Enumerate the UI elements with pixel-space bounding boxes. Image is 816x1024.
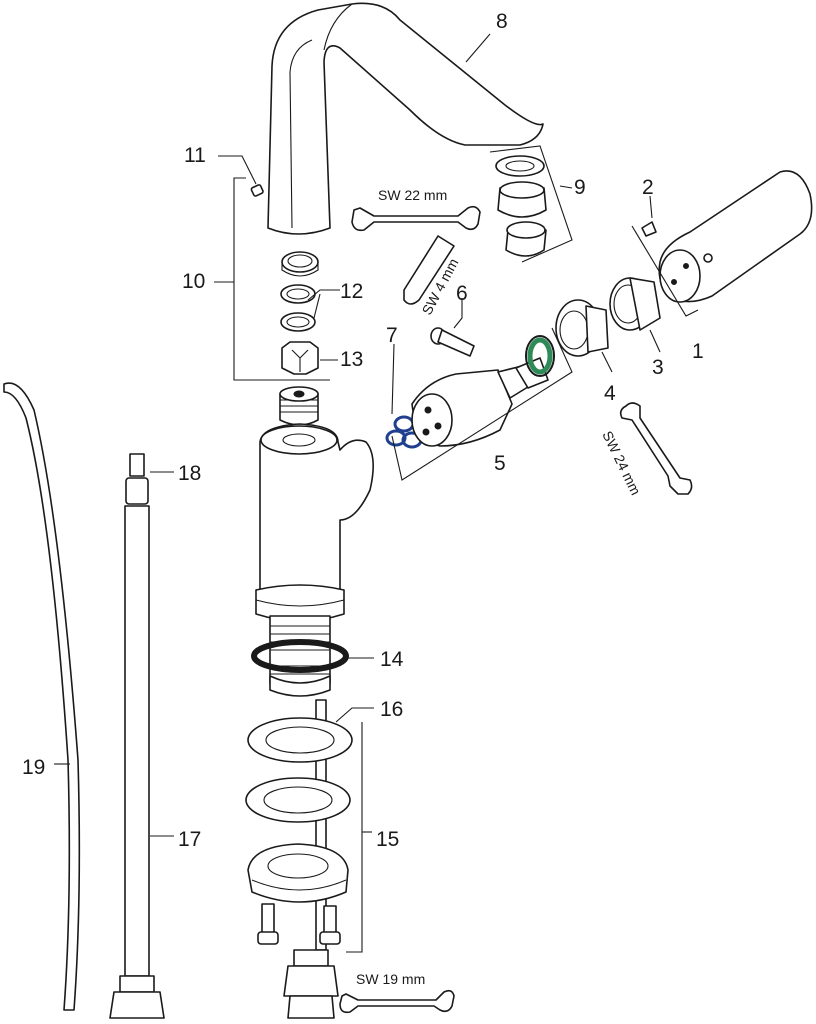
callout-6: 6	[456, 282, 468, 305]
callout-5: 5	[494, 452, 506, 475]
leader-lines	[54, 33, 661, 953]
handle-cap-part	[641, 221, 657, 237]
adapter-part	[281, 341, 319, 375]
callout-9: 9	[574, 176, 586, 199]
nut-part-4	[555, 299, 609, 357]
wrench-24-icon	[619, 402, 693, 495]
group-bracket-5	[391, 327, 573, 481]
supply-hose-left	[109, 453, 165, 1019]
wrench-19-label: SW 19 mm	[356, 971, 425, 987]
callout-8: 8	[496, 10, 508, 33]
callout-3: 3	[652, 356, 664, 379]
callout-15: 15	[376, 828, 399, 851]
supply-hose-right-fitting	[283, 949, 339, 1019]
callout-18: 18	[178, 462, 201, 485]
group-bracket-1	[631, 225, 699, 317]
mounting-nut	[247, 843, 349, 903]
callout-11: 11	[184, 144, 206, 167]
group-bracket-9	[489, 145, 573, 263]
wrench-19-icon	[339, 989, 455, 1014]
callout-16: 16	[380, 698, 403, 721]
spout-part	[267, 2, 544, 235]
green-ring-part	[525, 335, 555, 377]
flat-washer-upper	[247, 717, 353, 763]
faucet-body	[251, 386, 374, 697]
callout-1: 1	[692, 340, 704, 363]
wrench-24-label: SW 24 mm	[599, 428, 644, 497]
spout-ring-part	[281, 251, 319, 277]
flexible-hose	[3, 382, 81, 1011]
lever-handle-part	[658, 170, 813, 303]
callout-17: 17	[178, 828, 201, 851]
callout-14: 14	[380, 648, 404, 671]
cartridge-part	[411, 357, 549, 447]
wrench-22-label: SW 22 mm	[378, 187, 447, 203]
screw-part	[250, 184, 264, 197]
callout-4: 4	[604, 382, 616, 405]
callout-13: 13	[340, 348, 363, 371]
hex-key-4-icon	[403, 235, 455, 305]
callout-12: 12	[340, 280, 363, 303]
callout-19: 19	[22, 756, 45, 779]
group-bracket-10	[233, 177, 330, 381]
mounting-screws	[257, 903, 341, 945]
flat-washer-lower	[245, 777, 351, 823]
o-ring-lower	[280, 312, 316, 332]
grub-screw-part	[430, 327, 475, 357]
callout-10: 10	[182, 270, 205, 293]
callout-7: 7	[386, 324, 398, 347]
aerator-part	[495, 155, 547, 257]
callout-2: 2	[642, 176, 654, 199]
wrench-22-icon	[351, 205, 481, 232]
ring-part-3	[609, 277, 661, 331]
o-ring-upper	[280, 284, 316, 304]
